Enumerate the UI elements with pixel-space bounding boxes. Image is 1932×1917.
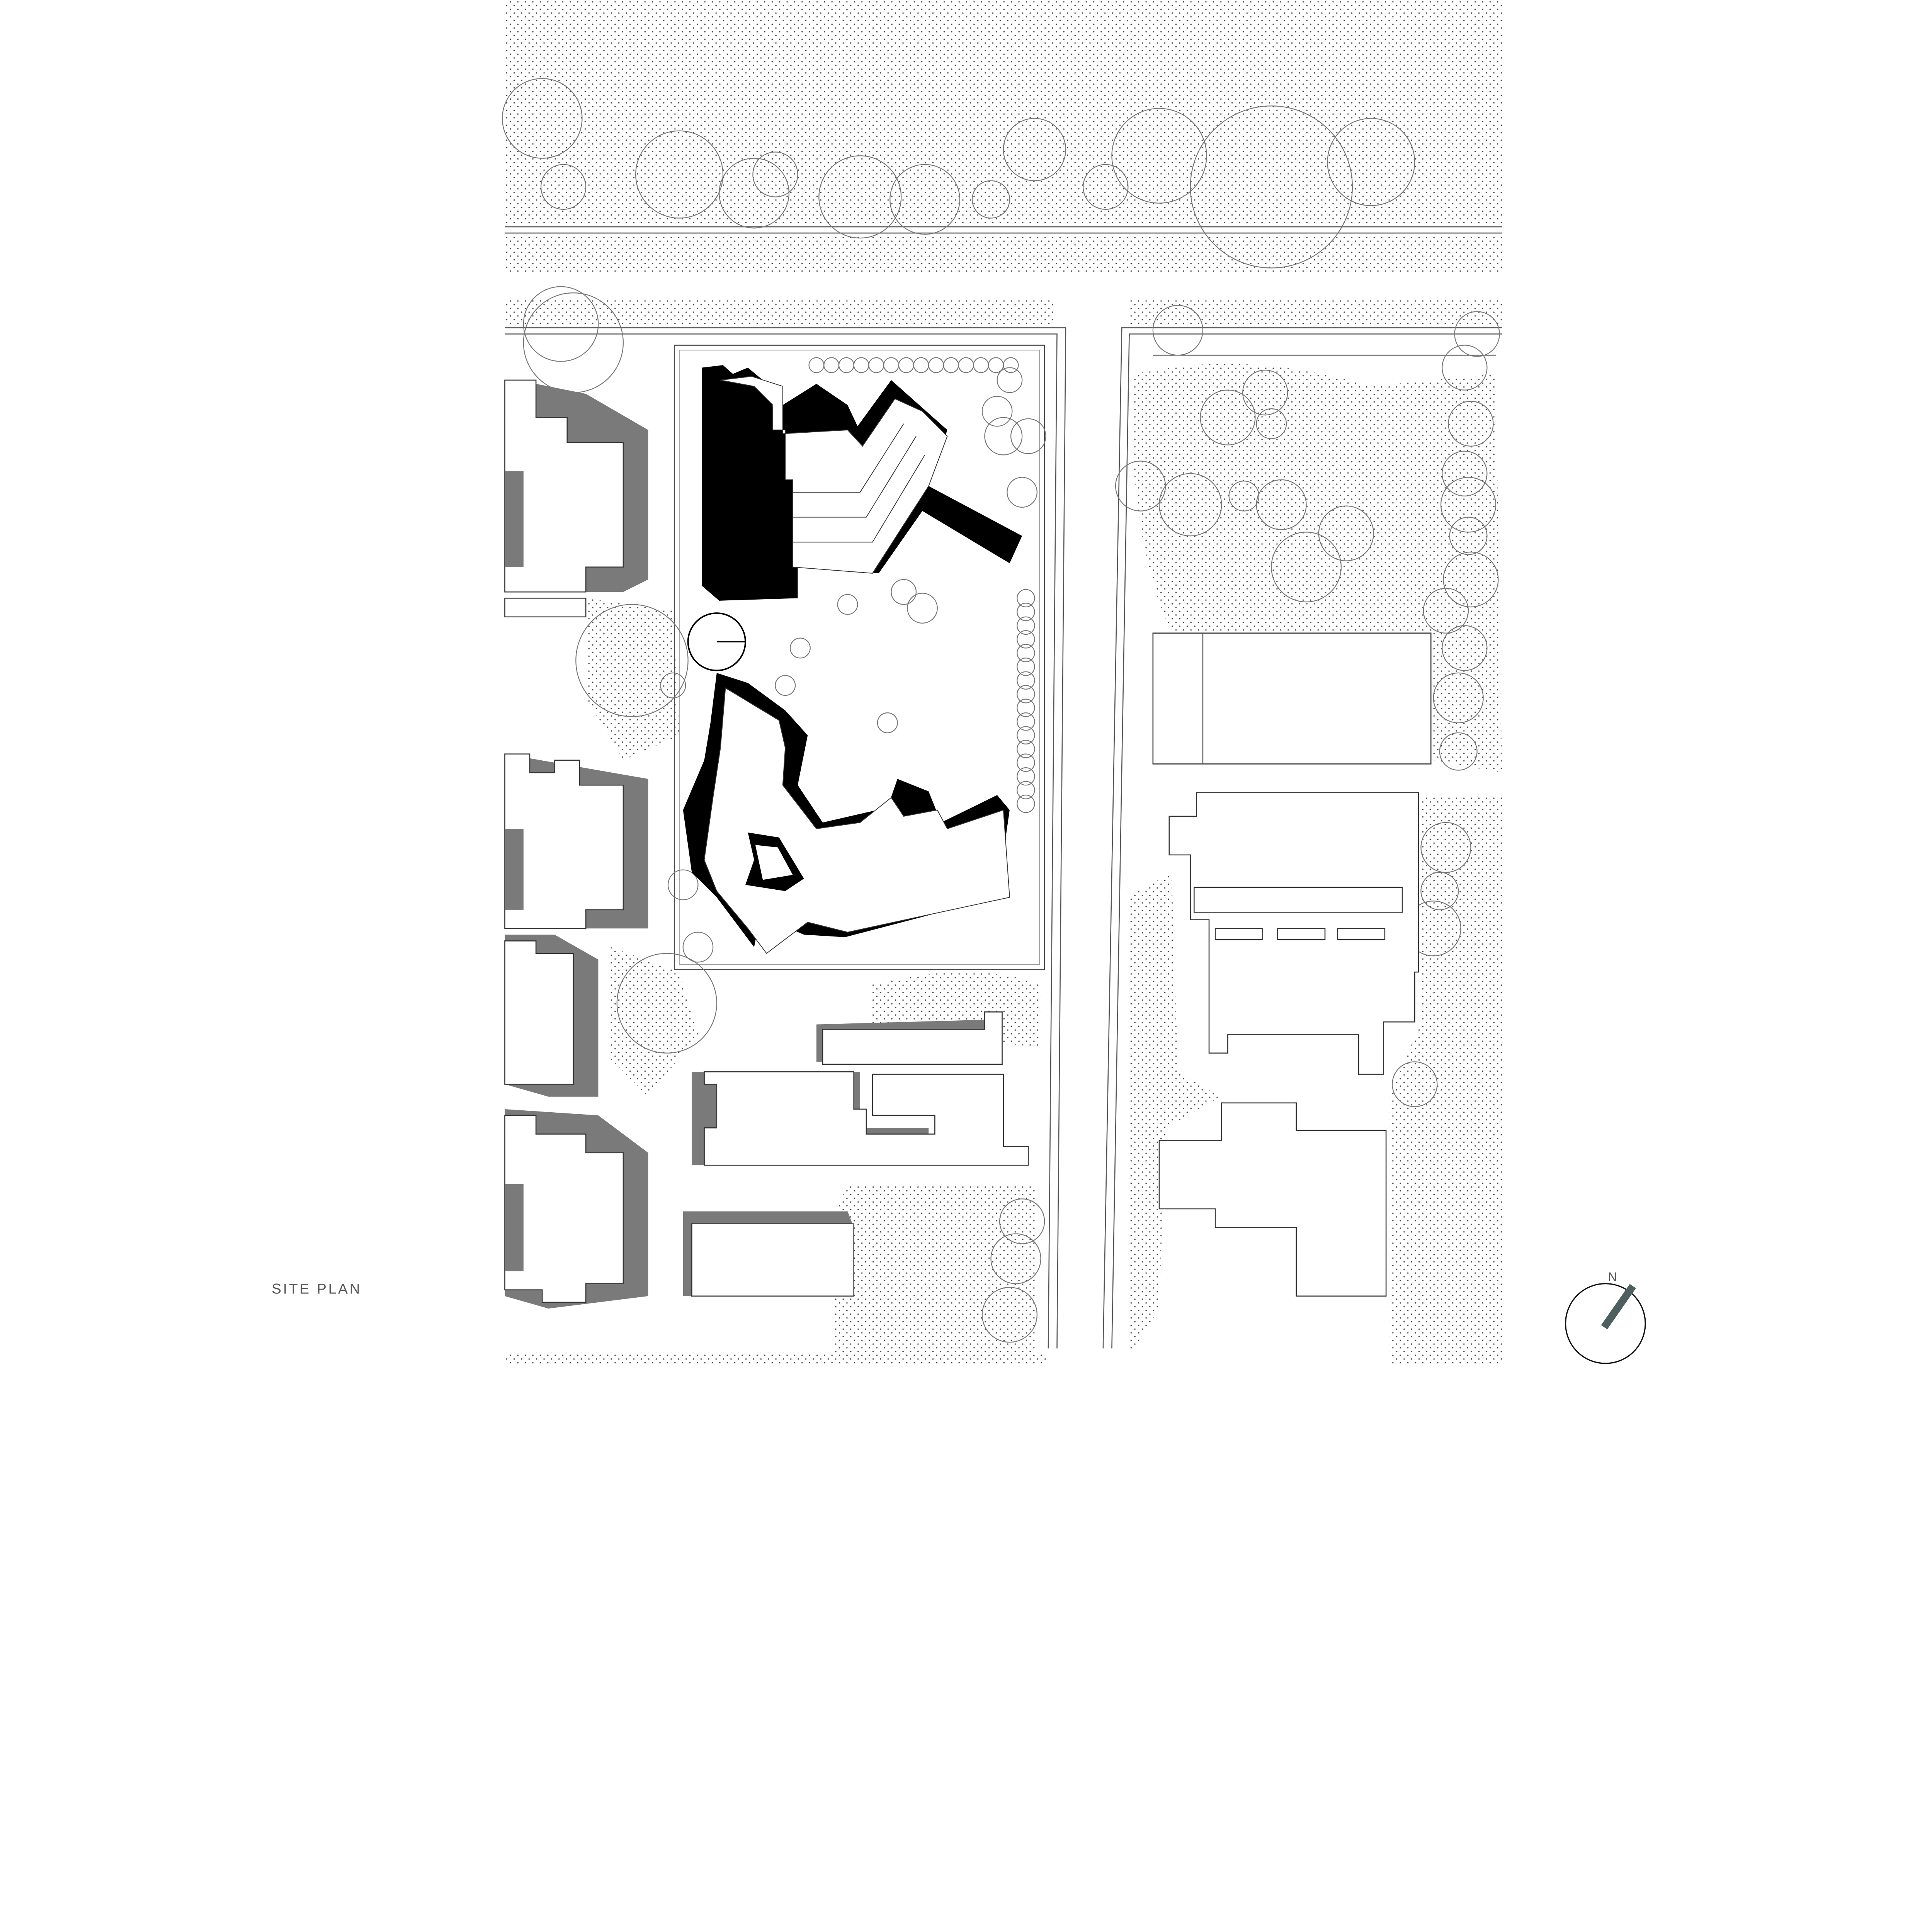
site-inner-boundary [679, 350, 1040, 965]
tree-canopy [1271, 532, 1342, 603]
tree-canopy [889, 164, 961, 235]
tree-canopy [719, 158, 790, 229]
tree-canopy [988, 357, 1004, 373]
north-arrow: N [1565, 1270, 1646, 1364]
tree-canopy [1017, 630, 1035, 649]
tree-canopy [1420, 822, 1471, 873]
tree-canopy [898, 357, 914, 373]
tree-canopy [1017, 781, 1035, 799]
tree-canopy [1442, 345, 1488, 391]
tree-canopy [1017, 698, 1035, 717]
north-arrow-needle [1601, 1284, 1636, 1330]
drawing-title: SITE PLAN [272, 1280, 362, 1297]
tree-canopy [575, 604, 689, 717]
tree-canopy [1256, 408, 1287, 439]
tree-canopy [913, 357, 929, 373]
tree-canopy [984, 417, 1023, 455]
tree-canopy [1017, 685, 1035, 704]
tree-canopy [1017, 712, 1035, 731]
tree-canopy [837, 594, 858, 615]
tree-canopy [1454, 311, 1500, 357]
tree-canopy [838, 357, 854, 373]
trees [502, 78, 1500, 1343]
tree-canopy [943, 357, 959, 373]
tree-canopy [1010, 418, 1046, 454]
tree-canopy [1007, 477, 1037, 508]
site-boundary [673, 345, 1045, 970]
site-plan-drawing: SITE PLAN N [272, 0, 1646, 1366]
tree-canopy [790, 637, 811, 659]
tree-canopy [999, 1198, 1045, 1244]
tree-canopy [752, 151, 798, 197]
tree-canopy [971, 180, 1010, 219]
neighbor-buildings [504, 379, 1029, 1309]
tree-canopy [1017, 753, 1035, 772]
tree-canopy [1442, 450, 1488, 496]
tree-canopy [958, 357, 974, 373]
tree-canopy [823, 357, 840, 373]
tree-canopy [853, 357, 869, 373]
tree-canopy [1443, 551, 1499, 608]
tree-canopy [1017, 739, 1035, 758]
tree-canopy [1017, 658, 1035, 676]
tree-canopy [1017, 794, 1035, 813]
tree-canopy [981, 396, 1013, 427]
roads [505, 226, 1502, 1349]
tree-canopy [907, 593, 938, 624]
tree-canopy [883, 357, 899, 373]
tree-canopy [1420, 872, 1459, 910]
tree-canopy [1158, 473, 1222, 537]
tree-canopy [660, 672, 686, 698]
tree-canopy [1440, 477, 1497, 533]
tree-canopy [1433, 672, 1484, 724]
tree-canopy [1017, 603, 1035, 621]
vegetation-areas [505, 0, 1502, 1366]
tree-canopy [1083, 164, 1129, 210]
tree-canopy [1017, 671, 1035, 690]
tree-canopy [1017, 644, 1035, 663]
north-label: N [1608, 1270, 1619, 1284]
tree-canopy [1392, 1061, 1438, 1107]
tree-canopy [997, 367, 1023, 393]
tree-canopy [1228, 481, 1260, 512]
tree-canopy [877, 712, 898, 733]
tree-canopy [523, 286, 599, 362]
tree-canopy [1003, 357, 1019, 373]
tree-canopy [818, 155, 902, 239]
tree-canopy [1442, 625, 1488, 671]
tree-canopy [990, 1233, 1041, 1284]
tree-canopy [891, 579, 917, 605]
tree-canopy [616, 953, 717, 1054]
tree-canopy [973, 357, 989, 373]
tree-canopy [1449, 517, 1488, 555]
tree-canopy [1200, 389, 1256, 445]
tree-canopy [682, 931, 714, 963]
tree-canopy [1190, 105, 1353, 269]
tree-canopy [1423, 588, 1469, 634]
neighbor-buildings-east [1152, 632, 1432, 1297]
tree-canopy [1256, 479, 1307, 530]
tree-canopy [667, 869, 699, 901]
tree-canopy [808, 357, 825, 373]
project-buildings [683, 365, 1022, 954]
tree-canopy [540, 164, 587, 210]
tree-canopy [1439, 732, 1478, 771]
tree-canopy [1017, 589, 1035, 608]
tree-canopy [981, 1287, 1037, 1343]
tree-canopy [1327, 118, 1415, 206]
tree-canopy [868, 357, 884, 373]
tree-canopy [1017, 616, 1035, 635]
tree-canopy [1448, 401, 1494, 447]
tree-canopy [775, 675, 796, 696]
tree-canopy [1017, 726, 1035, 744]
tree-canopy [928, 357, 944, 373]
tree-canopy [1152, 305, 1204, 356]
tree-canopy [502, 78, 583, 159]
tree-canopy [1111, 108, 1207, 204]
tree-canopy [1318, 505, 1374, 561]
tree-canopy [635, 130, 724, 219]
tree-canopy [1017, 767, 1035, 786]
tree-canopy [1003, 118, 1066, 181]
tree-canopy [1242, 369, 1288, 416]
